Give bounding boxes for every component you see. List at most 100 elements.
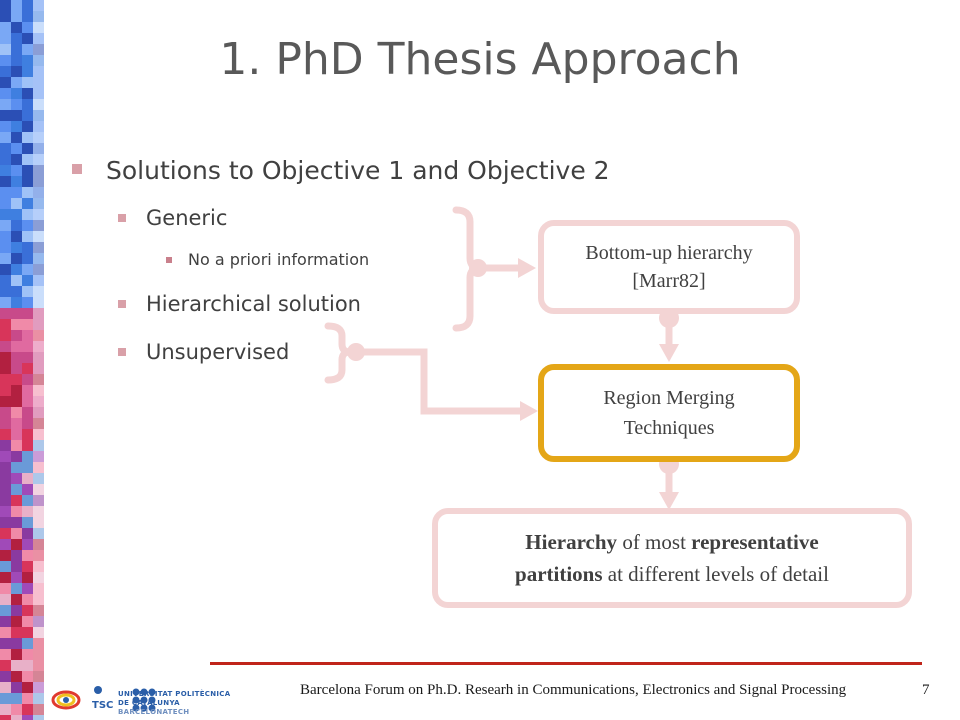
mosaic-tile	[33, 99, 44, 110]
mosaic-tile	[22, 539, 33, 550]
mosaic-tile	[33, 495, 44, 506]
mosaic-tile	[11, 682, 22, 693]
mosaic-tile	[33, 352, 44, 363]
mosaic-tile	[33, 297, 44, 308]
mosaic-tile	[0, 528, 11, 539]
mosaic-tile	[22, 385, 33, 396]
mosaic-tile	[11, 605, 22, 616]
mosaic-tile	[33, 440, 44, 451]
mosaic-tile	[0, 286, 11, 297]
mosaic-tile	[22, 528, 33, 539]
mosaic-tile	[33, 33, 44, 44]
mosaic-tile	[0, 264, 11, 275]
bullet-generic: Generic	[118, 206, 506, 230]
footer-text: Barcelona Forum on Ph.D. Researh in Comm…	[300, 682, 847, 698]
mosaic-tile	[22, 715, 33, 720]
mosaic-tile	[22, 143, 33, 154]
mosaic-tile	[33, 275, 44, 286]
mosaic-tile	[22, 110, 33, 121]
mosaic-tile	[22, 242, 33, 253]
mosaic-tile	[0, 517, 11, 528]
mosaic-tile	[0, 429, 11, 440]
mosaic-tile	[22, 506, 33, 517]
mosaic-tile	[0, 77, 11, 88]
mosaic-tile	[22, 704, 33, 715]
mosaic-tile	[0, 11, 11, 22]
mosaic-tile	[0, 308, 11, 319]
mosaic-tile	[33, 209, 44, 220]
mosaic-tile	[22, 363, 33, 374]
mosaic-tile	[22, 77, 33, 88]
mosaic-tile	[11, 462, 22, 473]
mosaic-tile	[22, 495, 33, 506]
mosaic-tile	[11, 495, 22, 506]
mosaic-tile	[11, 275, 22, 286]
mosaic-tile	[0, 165, 11, 176]
mosaic-tile	[11, 451, 22, 462]
tsc-logo-icon: TSC	[92, 686, 113, 711]
mosaic-tile	[33, 319, 44, 330]
mosaic-tile	[33, 198, 44, 209]
mosaic-tile	[0, 605, 11, 616]
slide-title: 1. PhD Thesis Approach	[219, 34, 741, 85]
mosaic-tile	[0, 44, 11, 55]
mosaic-tile	[22, 319, 33, 330]
mosaic-tile	[33, 363, 44, 374]
mosaic-tile	[33, 583, 44, 594]
mosaic-tile	[11, 715, 22, 720]
mosaic-tile	[0, 462, 11, 473]
mosaic-tile	[33, 484, 44, 495]
box-hierarchy-result: Hierarchy of most representative partiti…	[432, 508, 912, 608]
mosaic-tile	[33, 462, 44, 473]
mosaic-tile	[22, 352, 33, 363]
mosaic-tile	[22, 462, 33, 473]
mosaic-tile	[11, 253, 22, 264]
mosaic-tile	[22, 396, 33, 407]
mosaic-tile	[11, 374, 22, 385]
mosaic-tile	[11, 0, 22, 11]
mosaic-tile	[11, 660, 22, 671]
mosaic-tile	[33, 539, 44, 550]
mosaic-tile	[22, 407, 33, 418]
mosaic-tile	[11, 209, 22, 220]
mosaic-tile	[22, 286, 33, 297]
mosaic-tile	[11, 440, 22, 451]
mosaic-tile	[11, 638, 22, 649]
mosaic-tile	[33, 0, 44, 11]
mosaic-tile	[11, 616, 22, 627]
mosaic-tile	[33, 308, 44, 319]
mosaic-tile	[33, 242, 44, 253]
mosaic-tile	[0, 506, 11, 517]
decorative-side-strip	[0, 0, 44, 720]
mosaic-tile	[22, 253, 33, 264]
mosaic-tile	[33, 528, 44, 539]
mosaic-tile	[11, 187, 22, 198]
mosaic-tile	[22, 209, 33, 220]
mosaic-tile	[22, 671, 33, 682]
mosaic-tile	[0, 110, 11, 121]
mosaic-tile	[11, 242, 22, 253]
mosaic-tile	[11, 484, 22, 495]
footer-rule	[210, 662, 922, 665]
mosaic-tile	[11, 506, 22, 517]
mosaic-tile	[22, 341, 33, 352]
mosaic-tile	[0, 374, 11, 385]
mosaic-tile	[22, 55, 33, 66]
mosaic-tile	[33, 385, 44, 396]
mosaic-tile	[0, 363, 11, 374]
mosaic-tile	[0, 275, 11, 286]
mosaic-tile	[11, 264, 22, 275]
mosaic-tile	[11, 561, 22, 572]
mosaic-tile	[33, 66, 44, 77]
mosaic-tile	[22, 517, 33, 528]
mosaic-tile	[33, 671, 44, 682]
mosaic-tile	[0, 473, 11, 484]
mosaic-tile	[33, 715, 44, 720]
mosaic-tile	[22, 682, 33, 693]
mosaic-tile	[11, 528, 22, 539]
mosaic-tile	[22, 264, 33, 275]
mosaic-tile	[33, 121, 44, 132]
mosaic-tile	[22, 176, 33, 187]
mosaic-tile	[0, 330, 11, 341]
mosaic-tile	[33, 616, 44, 627]
